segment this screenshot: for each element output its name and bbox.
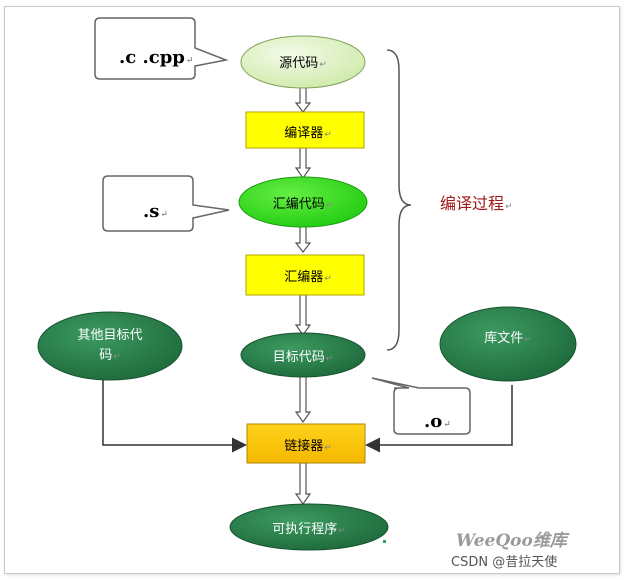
other-object-connector — [102, 378, 247, 453]
csdn-watermark: CSDN @昔拉天使 — [451, 555, 558, 570]
flow-arrow-linker-to-executable — [294, 462, 312, 506]
other-object-ellipse — [37, 311, 183, 381]
assembly-code-ellipse — [238, 176, 368, 228]
compile-process-label: 编译过程↵ — [440, 194, 513, 213]
assembly-extension-callout — [102, 175, 230, 232]
flow-arrow-object-to-linker — [294, 374, 312, 424]
executable-ellipse — [229, 503, 389, 551]
executable-label: 可执行程序↵ — [272, 522, 346, 537]
compiler-label: 编译器↵ — [284, 126, 332, 141]
library-ellipse — [439, 306, 577, 382]
source-extension-callout — [94, 17, 229, 80]
object-code-label: 目标代码↵ — [272, 350, 334, 365]
library-label: 库文件↵ — [484, 331, 532, 346]
linker-box — [246, 423, 366, 464]
object-extension-callout — [371, 377, 471, 435]
library-connector — [365, 385, 513, 453]
flow-arrow-assembly-to-assembler — [294, 225, 312, 253]
weeqoo-watermark: WeeQoo维库 — [456, 531, 567, 551]
object-code-ellipse — [240, 332, 366, 378]
diagram-frame — [4, 6, 620, 574]
source-code-label: 源代码↵ — [279, 56, 327, 71]
decorative-speck — [383, 540, 386, 543]
assembly-extension-callout-text: .s↵ — [143, 201, 168, 222]
linker-label: 链接器↵ — [284, 439, 332, 454]
assembler-box — [245, 254, 365, 296]
flow-arrow-assembler-to-object — [294, 294, 312, 337]
other-object-label: 其他目标代 码↵ — [77, 328, 143, 363]
flow-arrow-compiler-to-assembly — [294, 147, 312, 180]
assembly-code-label: 汇编代码↵ — [272, 197, 334, 212]
source-extension-callout-text: .c .cpp↵ — [119, 47, 194, 68]
compiler-box — [245, 111, 365, 149]
assembler-label: 汇编器↵ — [284, 270, 332, 285]
source-code-ellipse — [240, 35, 366, 89]
flow-arrow-source-to-compiler — [294, 86, 312, 113]
object-extension-callout-text: .o↵ — [424, 411, 451, 432]
compile-bracket — [386, 49, 412, 351]
